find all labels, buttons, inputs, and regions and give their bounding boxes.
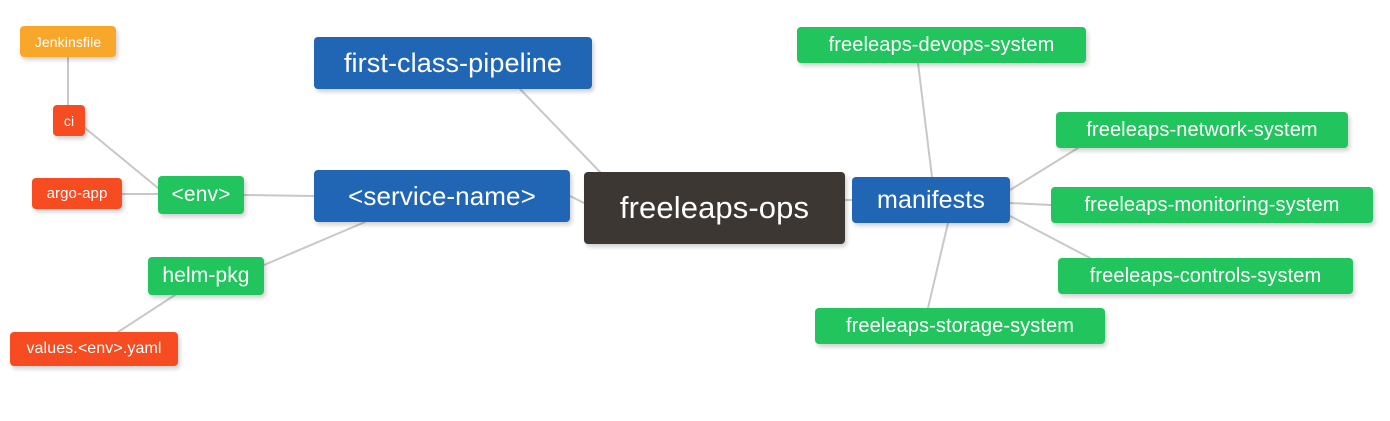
- edge-manifests-to-storage: [927, 222, 949, 309]
- edge-service-to-env: [243, 194, 315, 197]
- node-storage[interactable]: freeleaps-storage-system: [815, 308, 1105, 344]
- node-label: freeleaps-network-system: [1086, 118, 1318, 141]
- edge-manifests-to-devops: [917, 62, 933, 178]
- node-label: freeleaps-monitoring-system: [1084, 193, 1340, 216]
- node-pipeline[interactable]: first-class-pipeline: [314, 37, 592, 89]
- node-network[interactable]: freeleaps-network-system: [1056, 112, 1348, 148]
- node-manifests[interactable]: manifests: [852, 177, 1010, 223]
- node-env[interactable]: <env>: [158, 176, 244, 214]
- node-label: ci: [63, 112, 75, 129]
- node-label: freeleaps-controls-system: [1089, 264, 1322, 287]
- edge-service-to-helmpkg: [263, 221, 366, 266]
- node-label: first-class-pipeline: [343, 47, 563, 78]
- node-argoapp[interactable]: argo-app: [32, 178, 122, 209]
- edge-helmpkg-to-values: [114, 294, 176, 335]
- node-jenkins[interactable]: Jenkinsfile: [20, 26, 116, 57]
- edge-manifests-to-monitoring: [1009, 202, 1052, 206]
- node-label: helm-pkg: [162, 264, 250, 287]
- node-label: freeleaps-storage-system: [845, 314, 1075, 337]
- node-label: <env>: [171, 183, 231, 206]
- node-helmpkg[interactable]: helm-pkg: [148, 257, 264, 295]
- node-label: manifests: [877, 185, 985, 214]
- node-label: argo-app: [46, 185, 108, 202]
- node-service[interactable]: <service-name>: [314, 170, 570, 222]
- node-label: <service-name>: [348, 180, 536, 211]
- node-devops[interactable]: freeleaps-devops-system: [797, 27, 1086, 63]
- node-controls[interactable]: freeleaps-controls-system: [1058, 258, 1353, 294]
- node-label: freeleaps-ops: [619, 190, 810, 225]
- node-values[interactable]: values.<env>.yaml: [10, 332, 178, 366]
- edge-root-to-service: [569, 195, 585, 204]
- node-label: Jenkinsfile: [34, 33, 102, 50]
- node-label: freeleaps-devops-system: [828, 33, 1055, 56]
- node-label: values.<env>.yaml: [26, 340, 162, 357]
- edge-root-to-pipeline: [519, 88, 601, 173]
- edge-manifests-to-network: [1009, 147, 1079, 191]
- node-root[interactable]: freeleaps-ops: [584, 172, 845, 244]
- node-ci[interactable]: ci: [53, 105, 85, 136]
- node-monitoring[interactable]: freeleaps-monitoring-system: [1051, 187, 1373, 223]
